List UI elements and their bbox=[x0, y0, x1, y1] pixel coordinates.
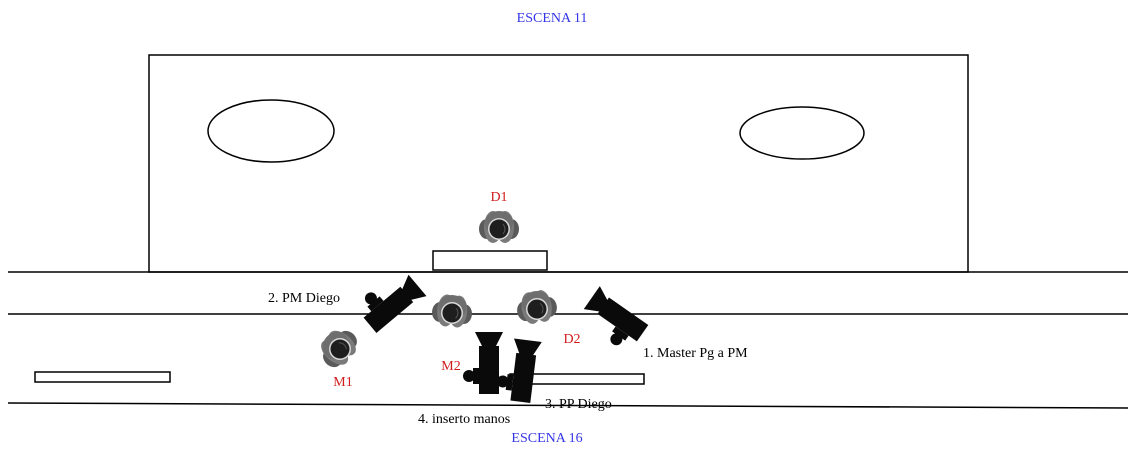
scene-bottom-label: ESCENA 16 bbox=[511, 431, 582, 446]
camera-4: 4. inserto manos bbox=[418, 332, 510, 427]
table-right bbox=[739, 106, 865, 160]
bench-left bbox=[34, 371, 171, 383]
camera-1-label: 1. Master Pg a PM bbox=[643, 346, 748, 361]
actor-d1-label: D1 bbox=[490, 190, 507, 205]
actor-d1: D1 bbox=[478, 190, 520, 244]
scene-top-label: ESCENA 11 bbox=[517, 11, 588, 26]
camera-1: 1. Master Pg a PM bbox=[576, 286, 748, 361]
camera-3-label: 3. PP Diego bbox=[545, 397, 612, 412]
actor-m2-label: M2 bbox=[441, 359, 460, 374]
camera-4-label: 4. inserto manos bbox=[418, 412, 510, 427]
actor-d2: D2 bbox=[513, 287, 581, 347]
counter-bar bbox=[432, 250, 548, 271]
camera-2: 2. PM Diego bbox=[268, 265, 427, 337]
camera-icon bbox=[353, 265, 427, 337]
camera-2-label: 2. PM Diego bbox=[268, 291, 340, 306]
camera-icon bbox=[494, 337, 542, 404]
table-left bbox=[207, 99, 335, 163]
street-line-3 bbox=[7, 402, 1129, 409]
room-outline bbox=[148, 54, 969, 273]
actor-d2-label: D2 bbox=[563, 332, 580, 347]
camera-icon bbox=[576, 286, 651, 355]
actor-m2: M2 bbox=[430, 292, 474, 374]
camera-3: 3. PP Diego bbox=[494, 337, 612, 412]
camera-icon bbox=[463, 332, 503, 394]
actor-m1-label: M1 bbox=[333, 375, 352, 390]
actor-m1: M1 bbox=[312, 321, 365, 390]
